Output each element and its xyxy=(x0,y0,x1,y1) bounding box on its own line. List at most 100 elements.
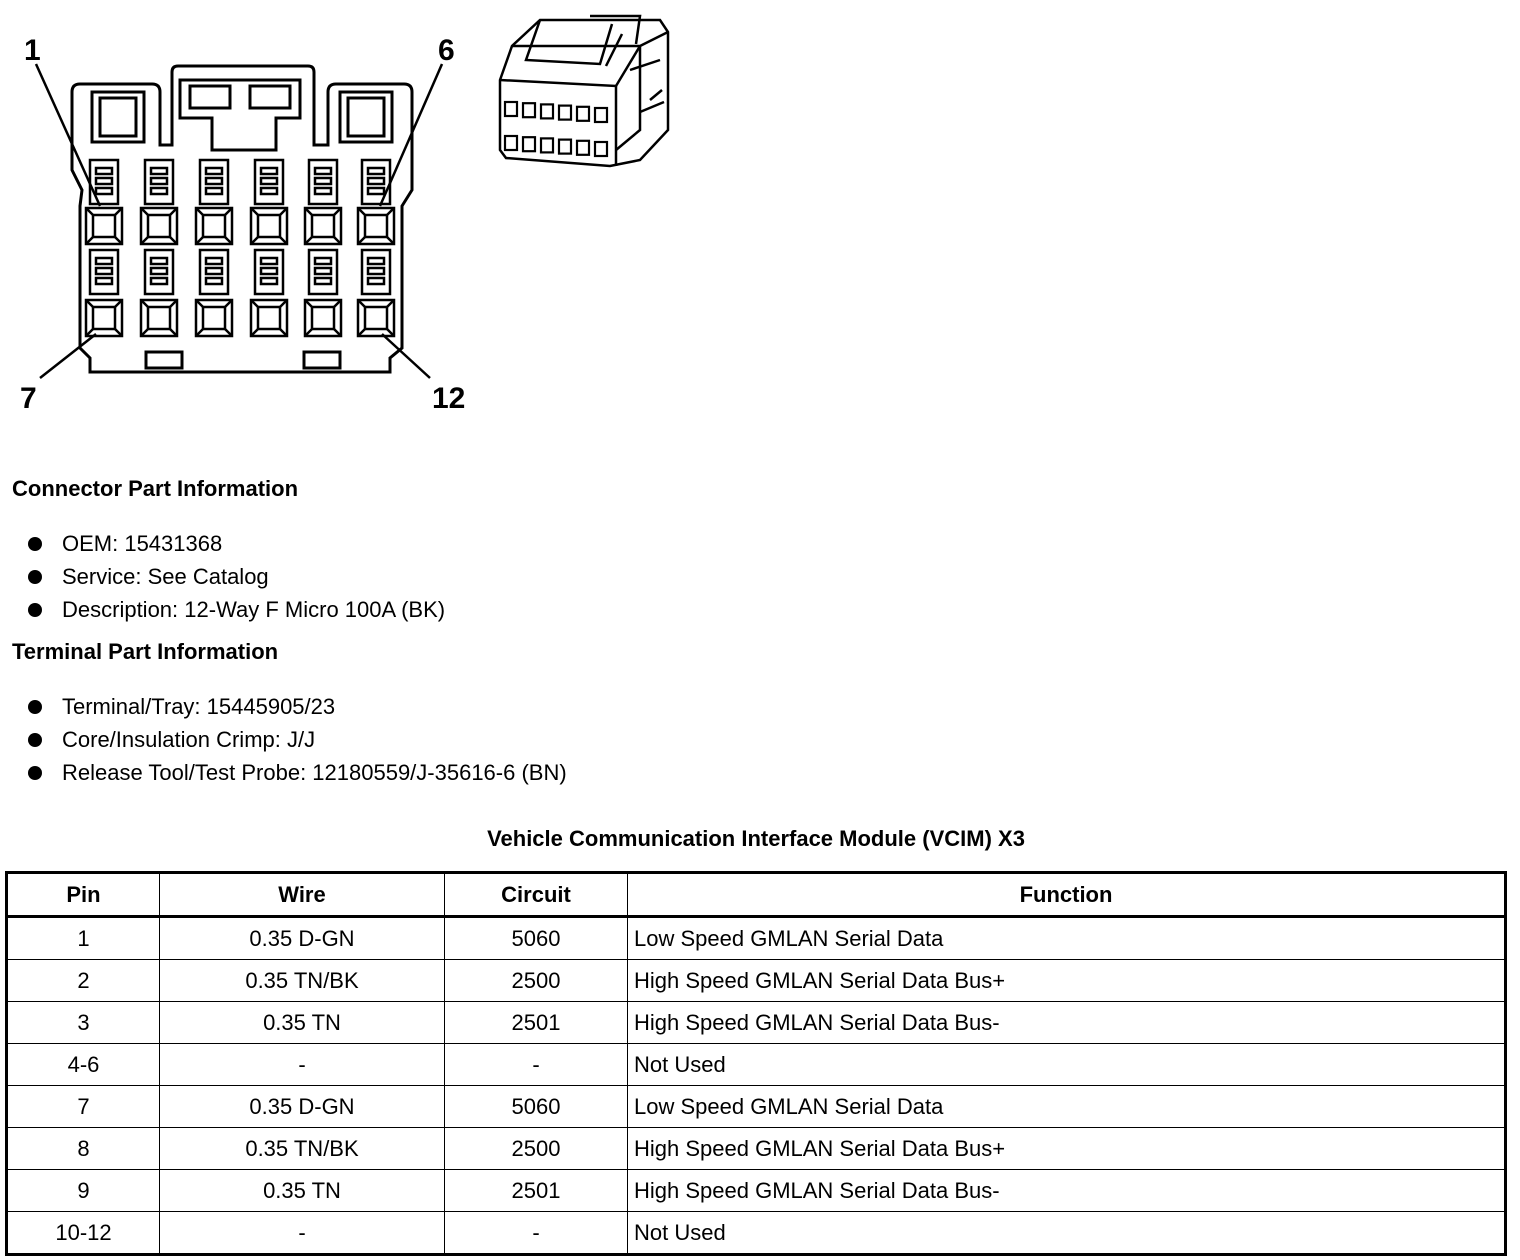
terminal-cavity xyxy=(249,206,289,246)
terminal-cavity-edge xyxy=(114,328,123,337)
terminal-cavity-inner xyxy=(256,213,282,239)
terminal-latch-slot xyxy=(149,186,169,196)
terminal-cavity xyxy=(356,206,396,246)
terminal-cavity-edge xyxy=(169,236,178,245)
connector-part-info-list: OEM: 15431368 Service: See Catalog Descr… xyxy=(28,527,445,626)
terminal-cavity-edge xyxy=(357,299,366,308)
terminal-cavity-inner xyxy=(310,213,336,239)
terminal-latch-slot xyxy=(366,256,386,266)
table-row: 2 0.35 TN/BK 2500 High Speed GMLAN Seria… xyxy=(6,959,1506,1002)
terminal-cavity-edge xyxy=(169,207,178,216)
cell-wire: 0.35 TN/BK xyxy=(159,959,445,1002)
terminal-cavity xyxy=(303,206,343,246)
connector-info-service: Service: See Catalog xyxy=(62,564,269,589)
cell-pin: 7 xyxy=(6,1085,160,1128)
terminal-latch-slot xyxy=(313,166,333,176)
terminal-latch-slot xyxy=(94,166,114,176)
terminal-cavity-edge xyxy=(333,236,342,245)
pin-label-1: 1 xyxy=(24,34,41,67)
terminal-cavity-edge xyxy=(224,236,233,245)
terminal-latch-slot xyxy=(313,266,333,276)
terminal-latch-slot xyxy=(366,266,386,276)
terminal-cavity-edge xyxy=(250,299,259,308)
connector-3d-cavity xyxy=(575,139,591,156)
connector-info-description: Description: 12-Way F Micro 100A (BK) xyxy=(62,597,446,622)
terminal-cavity-edge xyxy=(114,207,123,216)
terminal-latch-slot xyxy=(204,176,224,186)
table-header-row: Pin Wire Circuit Function xyxy=(6,872,1506,918)
terminal-cavity-edge xyxy=(85,236,94,245)
connector-3d-view xyxy=(498,14,670,168)
terminal-latch-slot xyxy=(259,276,279,286)
terminal-cavity-edge xyxy=(357,236,366,245)
cell-function: Not Used xyxy=(627,1211,1506,1255)
terminal-latch-slot xyxy=(149,166,169,176)
connector-info-oem: OEM: 15431368 xyxy=(62,531,223,556)
pin-label-12: 12 xyxy=(432,382,465,415)
connector-3d-cavity xyxy=(575,105,591,122)
terminal-cavity-edge xyxy=(279,328,288,337)
terminal-cavity-inner xyxy=(146,305,172,331)
terminal-cavity-inner xyxy=(363,305,389,331)
terminal-cavity-edge xyxy=(195,207,204,216)
connector-3d-cavity xyxy=(557,138,573,155)
bullet-icon xyxy=(28,700,42,714)
header-function: Function xyxy=(627,872,1506,918)
terminal-cavity-edge xyxy=(304,236,313,245)
terminal-latch-slot xyxy=(94,256,114,266)
terminal-cavity-edge xyxy=(85,207,94,216)
terminal-cavity-edge xyxy=(169,328,178,337)
connector-3d-cavity xyxy=(557,104,573,121)
table-row: 4-6 - - Not Used xyxy=(6,1043,1506,1086)
terminal-cavity-inner xyxy=(201,305,227,331)
cell-pin: 10-12 xyxy=(6,1211,160,1255)
terminal-cavity-edge xyxy=(224,207,233,216)
connector-3d-cavity xyxy=(503,134,519,152)
terminal-latch-slot xyxy=(259,256,279,266)
list-item: Core/Insulation Crimp: J/J xyxy=(28,723,567,756)
terminal-cavity-edge xyxy=(169,299,178,308)
terminal-latch-slot xyxy=(204,266,224,276)
terminal-cavity xyxy=(303,298,343,338)
connector-3d-cavity xyxy=(593,140,609,158)
cell-pin: 2 xyxy=(6,959,160,1002)
terminal-cavity-inner xyxy=(256,305,282,331)
terminal-latch-slot xyxy=(149,266,169,276)
terminal-latch-slot xyxy=(94,176,114,186)
terminal-latch xyxy=(307,158,339,206)
cell-circuit: 5060 xyxy=(444,916,628,960)
terminal-info-crimp: Core/Insulation Crimp: J/J xyxy=(62,727,316,752)
terminal-cavity-edge xyxy=(195,236,204,245)
terminal-latch xyxy=(143,248,175,296)
bullet-icon xyxy=(28,733,42,747)
terminal-cavity-edge xyxy=(304,299,313,308)
terminal-cavity xyxy=(194,298,234,338)
terminal-cavity-edge xyxy=(279,236,288,245)
terminal-latch-slot xyxy=(313,186,333,196)
terminal-cavity-edge xyxy=(140,207,149,216)
list-item: Description: 12-Way F Micro 100A (BK) xyxy=(28,593,445,626)
cell-function: Low Speed GMLAN Serial Data xyxy=(627,1085,1506,1128)
cell-function: High Speed GMLAN Serial Data Bus- xyxy=(627,1001,1506,1044)
terminal-latch-slot xyxy=(366,166,386,176)
terminal-cavity xyxy=(139,206,179,246)
terminal-cavity-edge xyxy=(195,299,204,308)
terminal-latch xyxy=(143,158,175,206)
terminal-latch-slot xyxy=(259,176,279,186)
terminal-latch xyxy=(253,158,285,206)
terminal-cavity-inner xyxy=(146,213,172,239)
terminal-cavity-edge xyxy=(140,328,149,337)
terminal-latch xyxy=(253,248,285,296)
terminal-cavity-edge xyxy=(114,236,123,245)
cell-wire: - xyxy=(159,1211,445,1255)
pin-label-6: 6 xyxy=(438,34,455,67)
terminal-cavity-edge xyxy=(279,207,288,216)
connector-part-info-title: Connector Part Information xyxy=(12,476,299,501)
terminal-latch xyxy=(360,248,392,296)
cell-circuit: 2501 xyxy=(444,1169,628,1212)
terminal-info-tray: Terminal/Tray: 15445905/23 xyxy=(62,694,336,719)
terminal-info-tool: Release Tool/Test Probe: 12180559/J-3561… xyxy=(62,760,567,785)
connector-diagram: 1 6 7 12 xyxy=(20,14,670,415)
terminal-part-info-title: Terminal Part Information xyxy=(12,639,279,664)
terminal-part-info-list: Terminal/Tray: 15445905/23 Core/Insulati… xyxy=(28,690,567,789)
